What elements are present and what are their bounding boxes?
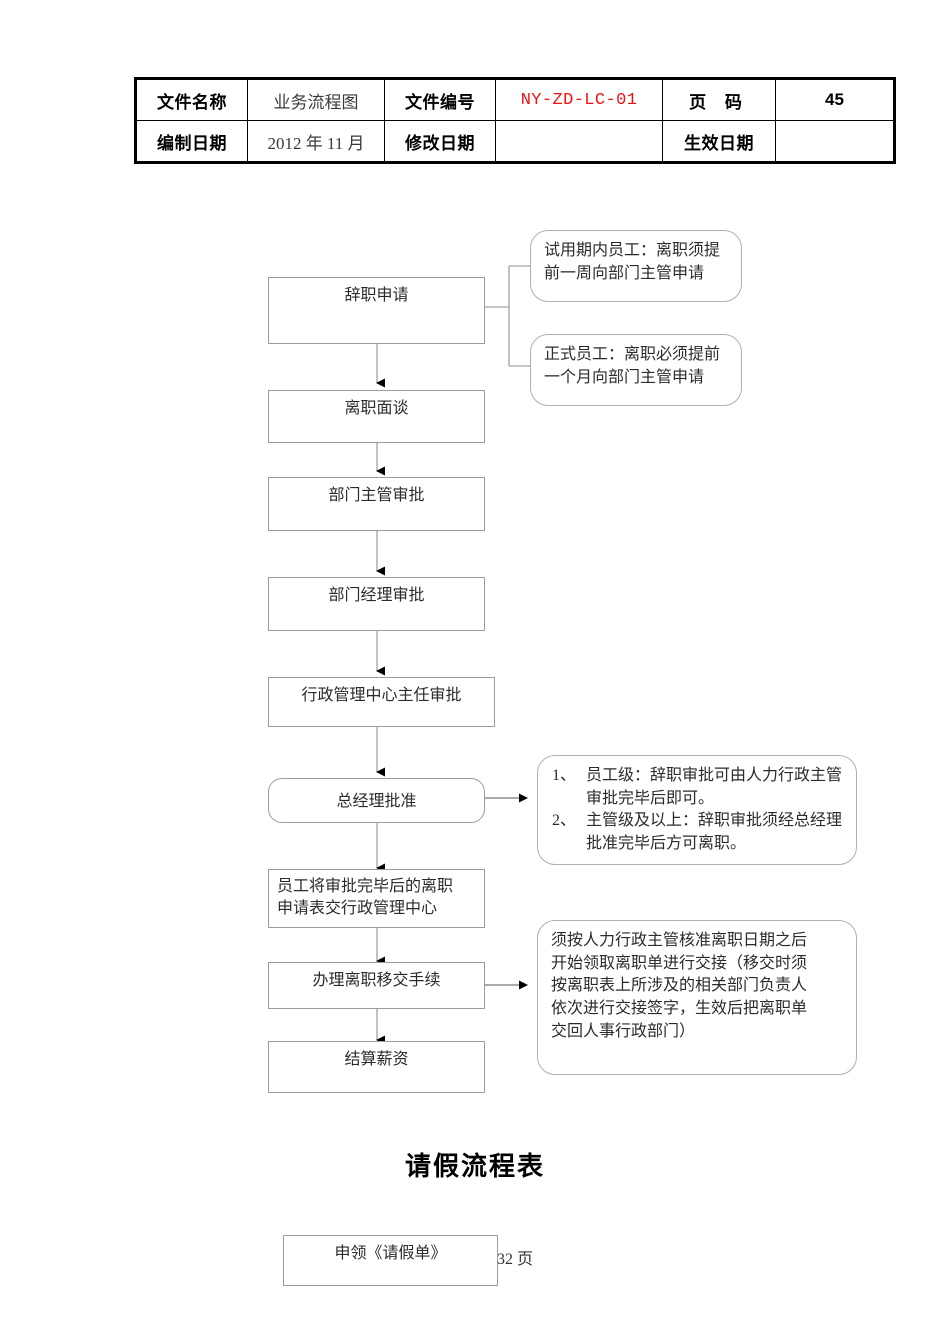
header-cell-effective-date-label: 生效日期 (662, 120, 776, 164)
callout-line: 开始领取离职单进行交接（移交时须 (551, 954, 808, 972)
header-cell-file-name-label: 文件名称 (134, 77, 248, 121)
flow-node-label: 办理离职移交手续 (312, 972, 441, 989)
callout-list-text: 主管级及以上：辞职审批须经总经理批准完毕后方可离职。 (586, 812, 843, 853)
callout-probation-note: 试用期内员工：离职须提 前一周向部门主管申请 (530, 230, 742, 302)
header-row-1: 文件名称 业务流程图 文件编号 NY-ZD-LC-01 页 码 45 (134, 77, 896, 121)
flow-node-handover-procedure[interactable]: 办理离职移交手续 (268, 962, 485, 1009)
header-cell-effective-date-value (775, 120, 896, 164)
section-title-leave-process: 请假流程表 (404, 1151, 545, 1181)
header-cell-revised-date-value (495, 120, 663, 164)
flow-node-label: 部门经理审批 (328, 587, 425, 604)
callout-line: 正式员工：离职必须提前 (544, 346, 721, 363)
callout-list-item: 2、主管级及以上：辞职审批须经总经理批准完毕后方可离职。 (552, 810, 845, 855)
header-cell-file-number-value: NY-ZD-LC-01 (495, 77, 663, 121)
flow-node-submit-form[interactable]: 员工将审批完毕后的离职 申请表交行政管理中心 (268, 869, 485, 928)
flow-node-gm-approval[interactable]: 总经理批准 (268, 778, 485, 823)
callout-list-text: 员工级：辞职审批可由人力行政主管审批完毕后即可。 (586, 767, 843, 807)
flow-node-label: 离职面谈 (344, 400, 409, 417)
callout-list-number: 1、 (552, 767, 577, 784)
callout-handover-note: 须按人力行政主管核准离职日期之后 开始领取离职单进行交接（移交时须 按离职表上所… (537, 920, 857, 1075)
header-cell-created-date-label: 编制日期 (134, 120, 248, 164)
callout-line: 交回人事行政部门） (551, 1022, 696, 1040)
flow-node-label: 辞职申请 (344, 287, 409, 304)
flow-node-admin-center-approval[interactable]: 行政管理中心主任审批 (268, 677, 495, 727)
header-cell-revised-date-label: 修改日期 (384, 120, 496, 164)
header-cell-page-label: 页 码 (662, 77, 776, 121)
header-cell-file-number-label: 文件编号 (384, 77, 496, 121)
callout-line: 依次进行交接签字，生效后把离职单 (551, 1000, 808, 1018)
header-cell-file-name-value: 业务流程图 (247, 77, 385, 121)
callout-line: 前一周向部门主管申请 (544, 264, 705, 282)
flow-node-exit-interview[interactable]: 离职面谈 (268, 390, 485, 443)
callout-approval-levels-note: 1、员工级：辞职审批可由人力行政主管审批完毕后即可。 2、主管级及以上：辞职审批… (537, 755, 857, 865)
flow-node-label: 行政管理中心主任审批 (301, 687, 462, 704)
header-cell-created-date-value: 2012 年 11 月 (247, 120, 385, 164)
flow-node-apply-leave-form[interactable]: 申领《请假单》 (283, 1235, 498, 1286)
document-header-table: 文件名称 业务流程图 文件编号 NY-ZD-LC-01 页 码 45 编制日期 … (134, 77, 896, 164)
callout-list-item: 1、员工级：辞职审批可由人力行政主管审批完毕后即可。 (552, 765, 845, 810)
flow-node-label-line2: 申请表交行政管理中心 (277, 899, 438, 917)
header-cell-page-value: 45 (775, 77, 896, 121)
flow-node-resign-application[interactable]: 辞职申请 (268, 277, 485, 344)
flow-node-label: 申领《请假单》 (334, 1245, 447, 1262)
page-footer: 32 页 (497, 1251, 534, 1268)
flow-node-label: 部门主管审批 (328, 487, 425, 504)
flow-node-label-line1: 员工将审批完毕后的离职 (277, 878, 454, 895)
callout-list-number: 2、 (552, 812, 577, 830)
flow-node-label: 总经理批准 (336, 793, 417, 810)
callout-line: 一个月向部门主管申请 (544, 368, 705, 386)
header-row-2: 编制日期 2012 年 11 月 修改日期 生效日期 (134, 120, 896, 164)
flow-node-supervisor-approval[interactable]: 部门主管审批 (268, 477, 485, 531)
callout-regular-employee-note: 正式员工：离职必须提前 一个月向部门主管申请 (530, 334, 742, 406)
flow-node-manager-approval[interactable]: 部门经理审批 (268, 577, 485, 631)
callout-line: 按离职表上所涉及的相关部门负责人 (551, 977, 808, 995)
flow-node-settle-salary[interactable]: 结算薪资 (268, 1041, 485, 1093)
callout-line: 须按人力行政主管核准离职日期之后 (551, 932, 808, 949)
flow-node-label: 结算薪资 (344, 1051, 409, 1068)
callout-line: 试用期内员工：离职须提 (544, 242, 721, 259)
